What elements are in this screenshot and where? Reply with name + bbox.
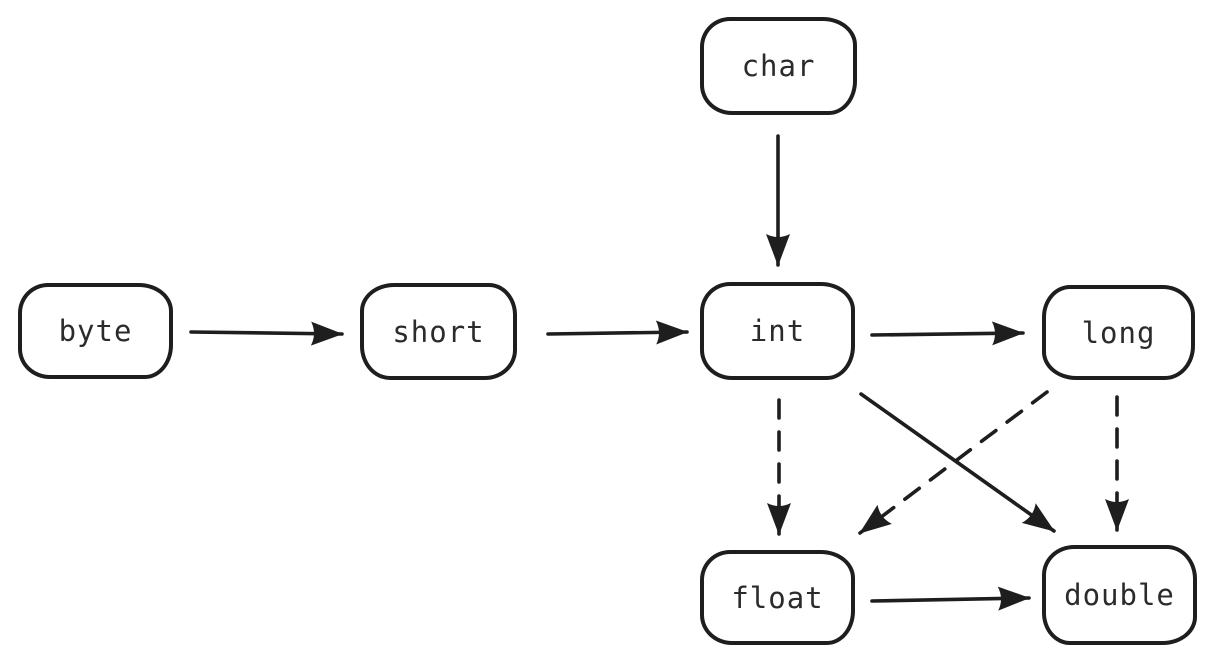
node-int: int: [700, 282, 855, 380]
node-char-label: char: [741, 49, 816, 83]
node-double-label: double: [1064, 578, 1175, 612]
node-byte: byte: [18, 283, 173, 379]
edge-int-long: [870, 321, 1025, 346]
edge-float-double: [870, 586, 1031, 611]
node-double: double: [1042, 545, 1197, 645]
node-long: long: [1042, 285, 1195, 380]
edge-byte-short: [189, 321, 344, 346]
node-int-label: int: [749, 314, 806, 348]
node-short-label: short: [392, 314, 485, 349]
node-long-label: long: [1081, 315, 1156, 350]
node-char: char: [700, 17, 857, 115]
node-float-label: float: [731, 580, 824, 615]
edge-short-int: [546, 320, 689, 345]
node-float: float: [700, 550, 855, 645]
edge-int-double: [859, 392, 1056, 533]
node-byte-label: byte: [58, 314, 133, 348]
edge-long-float: [858, 390, 1049, 535]
node-short: short: [360, 283, 517, 380]
